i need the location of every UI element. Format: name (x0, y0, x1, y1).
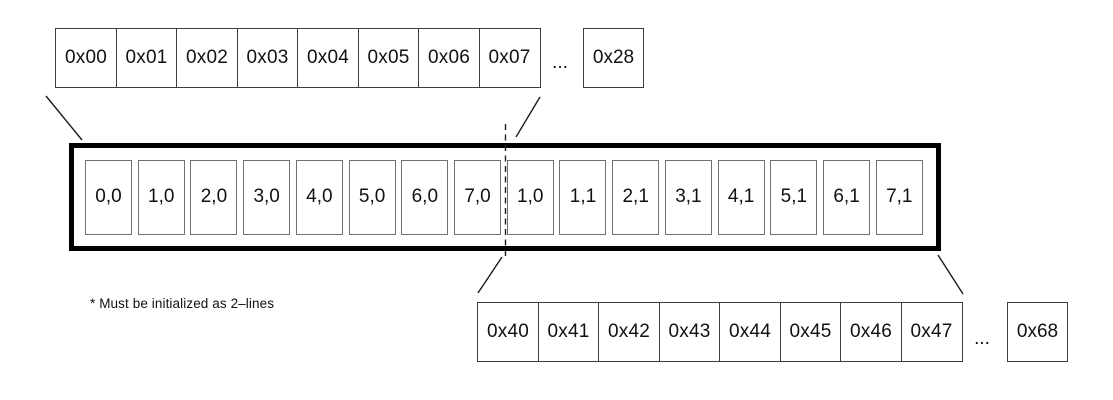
position-cell: 3,1 (664, 159, 712, 235)
position-cell: 4,1 (717, 159, 765, 235)
position-cell: 4,0 (295, 159, 343, 235)
top-tail-address-cell: 0x28 (583, 28, 644, 88)
position-cell: 3,0 (243, 159, 291, 235)
top-ellipsis: ... (552, 52, 568, 73)
address-cell: 0x07 (478, 28, 541, 88)
address-cell: 0x04 (297, 28, 359, 88)
address-cell: 0x40 (477, 302, 539, 362)
position-cell: 7,0 (454, 159, 502, 235)
position-cell: 2,1 (612, 159, 660, 235)
position-cell: 1,1 (559, 159, 607, 235)
address-cell: 0x02 (176, 28, 238, 88)
address-cell: 0x01 (115, 28, 178, 88)
address-cell: 0x03 (236, 28, 299, 88)
connector-top-left (45, 95, 83, 141)
address-cell: 0x43 (658, 302, 721, 362)
position-cell: 0,0 (85, 159, 132, 235)
connector-bottom-right (937, 254, 964, 295)
position-cell: 5,0 (348, 159, 396, 235)
address-cell: 0x05 (357, 28, 420, 88)
connector-bottom-left (477, 256, 503, 294)
position-cell: 2,0 (190, 159, 238, 235)
position-cell: 1,0 (506, 159, 554, 235)
connector-top-right (515, 96, 541, 138)
address-cell: 0x06 (418, 28, 480, 88)
address-cell: 0x45 (779, 302, 842, 362)
bottom-ellipsis: ... (974, 328, 990, 349)
address-cell: 0x44 (719, 302, 781, 362)
address-cell: 0x46 (840, 302, 902, 362)
footnote: * Must be initialized as 2–lines (90, 296, 275, 311)
position-cell: 7,1 (875, 159, 923, 235)
address-cell: 0x00 (55, 28, 117, 88)
address-cell: 0x41 (537, 302, 600, 362)
bottom-tail-address-cell: 0x68 (1007, 302, 1068, 362)
position-cell: 5,1 (770, 159, 818, 235)
position-cell: 6,1 (823, 159, 871, 235)
address-cell: 0x47 (900, 302, 963, 362)
position-cell: 6,0 (401, 159, 449, 235)
position-cell: 1,0 (137, 159, 185, 235)
address-cell: 0x42 (598, 302, 660, 362)
